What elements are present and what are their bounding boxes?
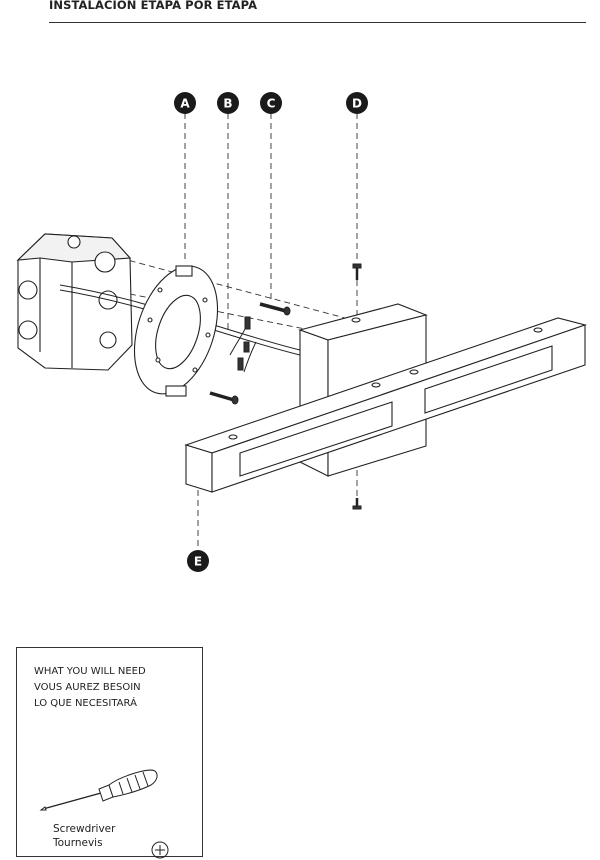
page-title: INSTALACIÓN ETAPA POR ETAPA [49, 0, 258, 12]
callout-b: B [217, 92, 239, 114]
tools-needed-box: WHAT YOU WILL NEED VOUS AUREZ BESOIN LO … [16, 647, 203, 859]
screw-d-top [352, 263, 362, 280]
callout-c: C [260, 92, 282, 114]
tools-heading: WHAT YOU WILL NEED VOUS AUREZ BESOIN LO … [34, 664, 194, 712]
junction-box [16, 233, 133, 371]
screwdriver-icon [39, 769, 158, 811]
wire-connectors [237, 316, 251, 371]
screw-c [259, 302, 291, 316]
screwdriver-label: Screwdriver Tournevis [53, 822, 115, 850]
phillips-tip-icon [151, 841, 169, 859]
tool-label-line: Tournevis [53, 837, 103, 849]
alignment-guides [119, 113, 361, 550]
callout-c-label: C [267, 97, 276, 111]
callout-b-label: B [223, 97, 232, 111]
callout-e-label: E [194, 555, 202, 569]
tools-heading-line: VOUS AUREZ BESOIN [34, 682, 141, 693]
callout-d-label: D [352, 97, 362, 111]
screw-d-bottom [352, 498, 362, 510]
callout-d: D [346, 92, 368, 114]
screw-lower [209, 391, 239, 405]
callout-a-label: A [180, 97, 190, 111]
header-divider [49, 22, 586, 23]
exploded-installation-diagram: A B C D E [16, 92, 587, 572]
tool-label-line: Screwdriver [53, 823, 116, 835]
callout-e: E [187, 550, 209, 572]
callout-a: A [174, 92, 196, 114]
tools-heading-line: LO QUE NECESITARÁ [34, 698, 137, 709]
fixture-bar [184, 317, 587, 493]
screws [209, 263, 362, 510]
mounting-bracket [133, 265, 219, 397]
tools-heading-line: WHAT YOU WILL NEED [34, 666, 146, 677]
